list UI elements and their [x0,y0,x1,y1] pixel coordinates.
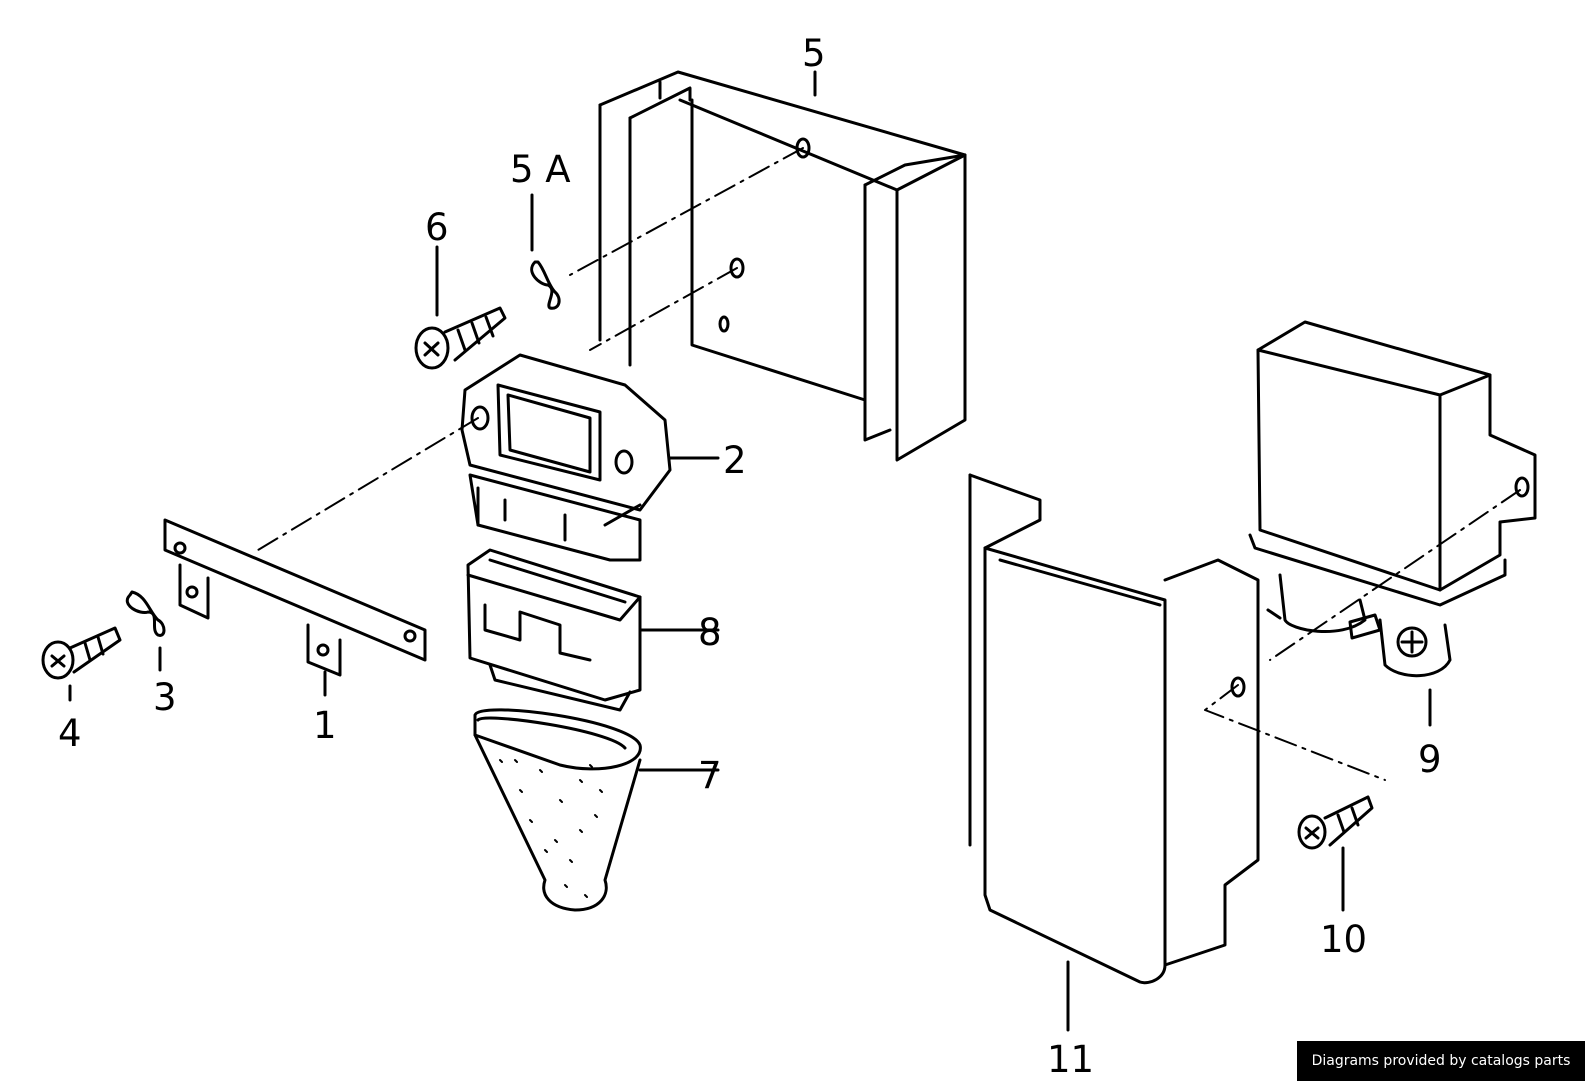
credit-banner: Diagrams provided by catalogs parts [1297,1041,1585,1081]
cover-11 [968,473,1260,1032]
screw-6 [414,306,507,370]
part-label-2: 2 [723,439,747,482]
part-label-7: 7 [698,754,722,797]
bolt-4 [41,626,122,702]
part-label-5a: 5 A [510,148,571,191]
part-label-8: 8 [698,611,722,654]
part-label-5: 5 [802,32,826,75]
part-label-10: 10 [1320,918,1367,961]
part-labels: 1 2 3 4 5 5 A 6 7 8 9 10 11 [58,32,1442,1081]
leader-lines [435,70,817,317]
spring-clip-3 [125,590,166,672]
spring-clip-5a [530,260,561,310]
relay-9 [1248,320,1537,727]
mounting-plate-1 [163,518,427,697]
part-label-6: 6 [425,206,449,249]
part-label-3: 3 [153,676,177,719]
boot-texture [499,759,603,898]
part-label-4: 4 [58,712,82,755]
housing-bracket [598,70,967,462]
part-label-1: 1 [313,704,337,747]
screw-10 [1297,795,1374,912]
connector-8 [466,548,720,712]
rubber-boot-7 [473,708,720,912]
control-unit-2 [460,353,720,562]
part-label-9: 9 [1418,738,1442,781]
part-label-11: 11 [1047,1038,1094,1081]
